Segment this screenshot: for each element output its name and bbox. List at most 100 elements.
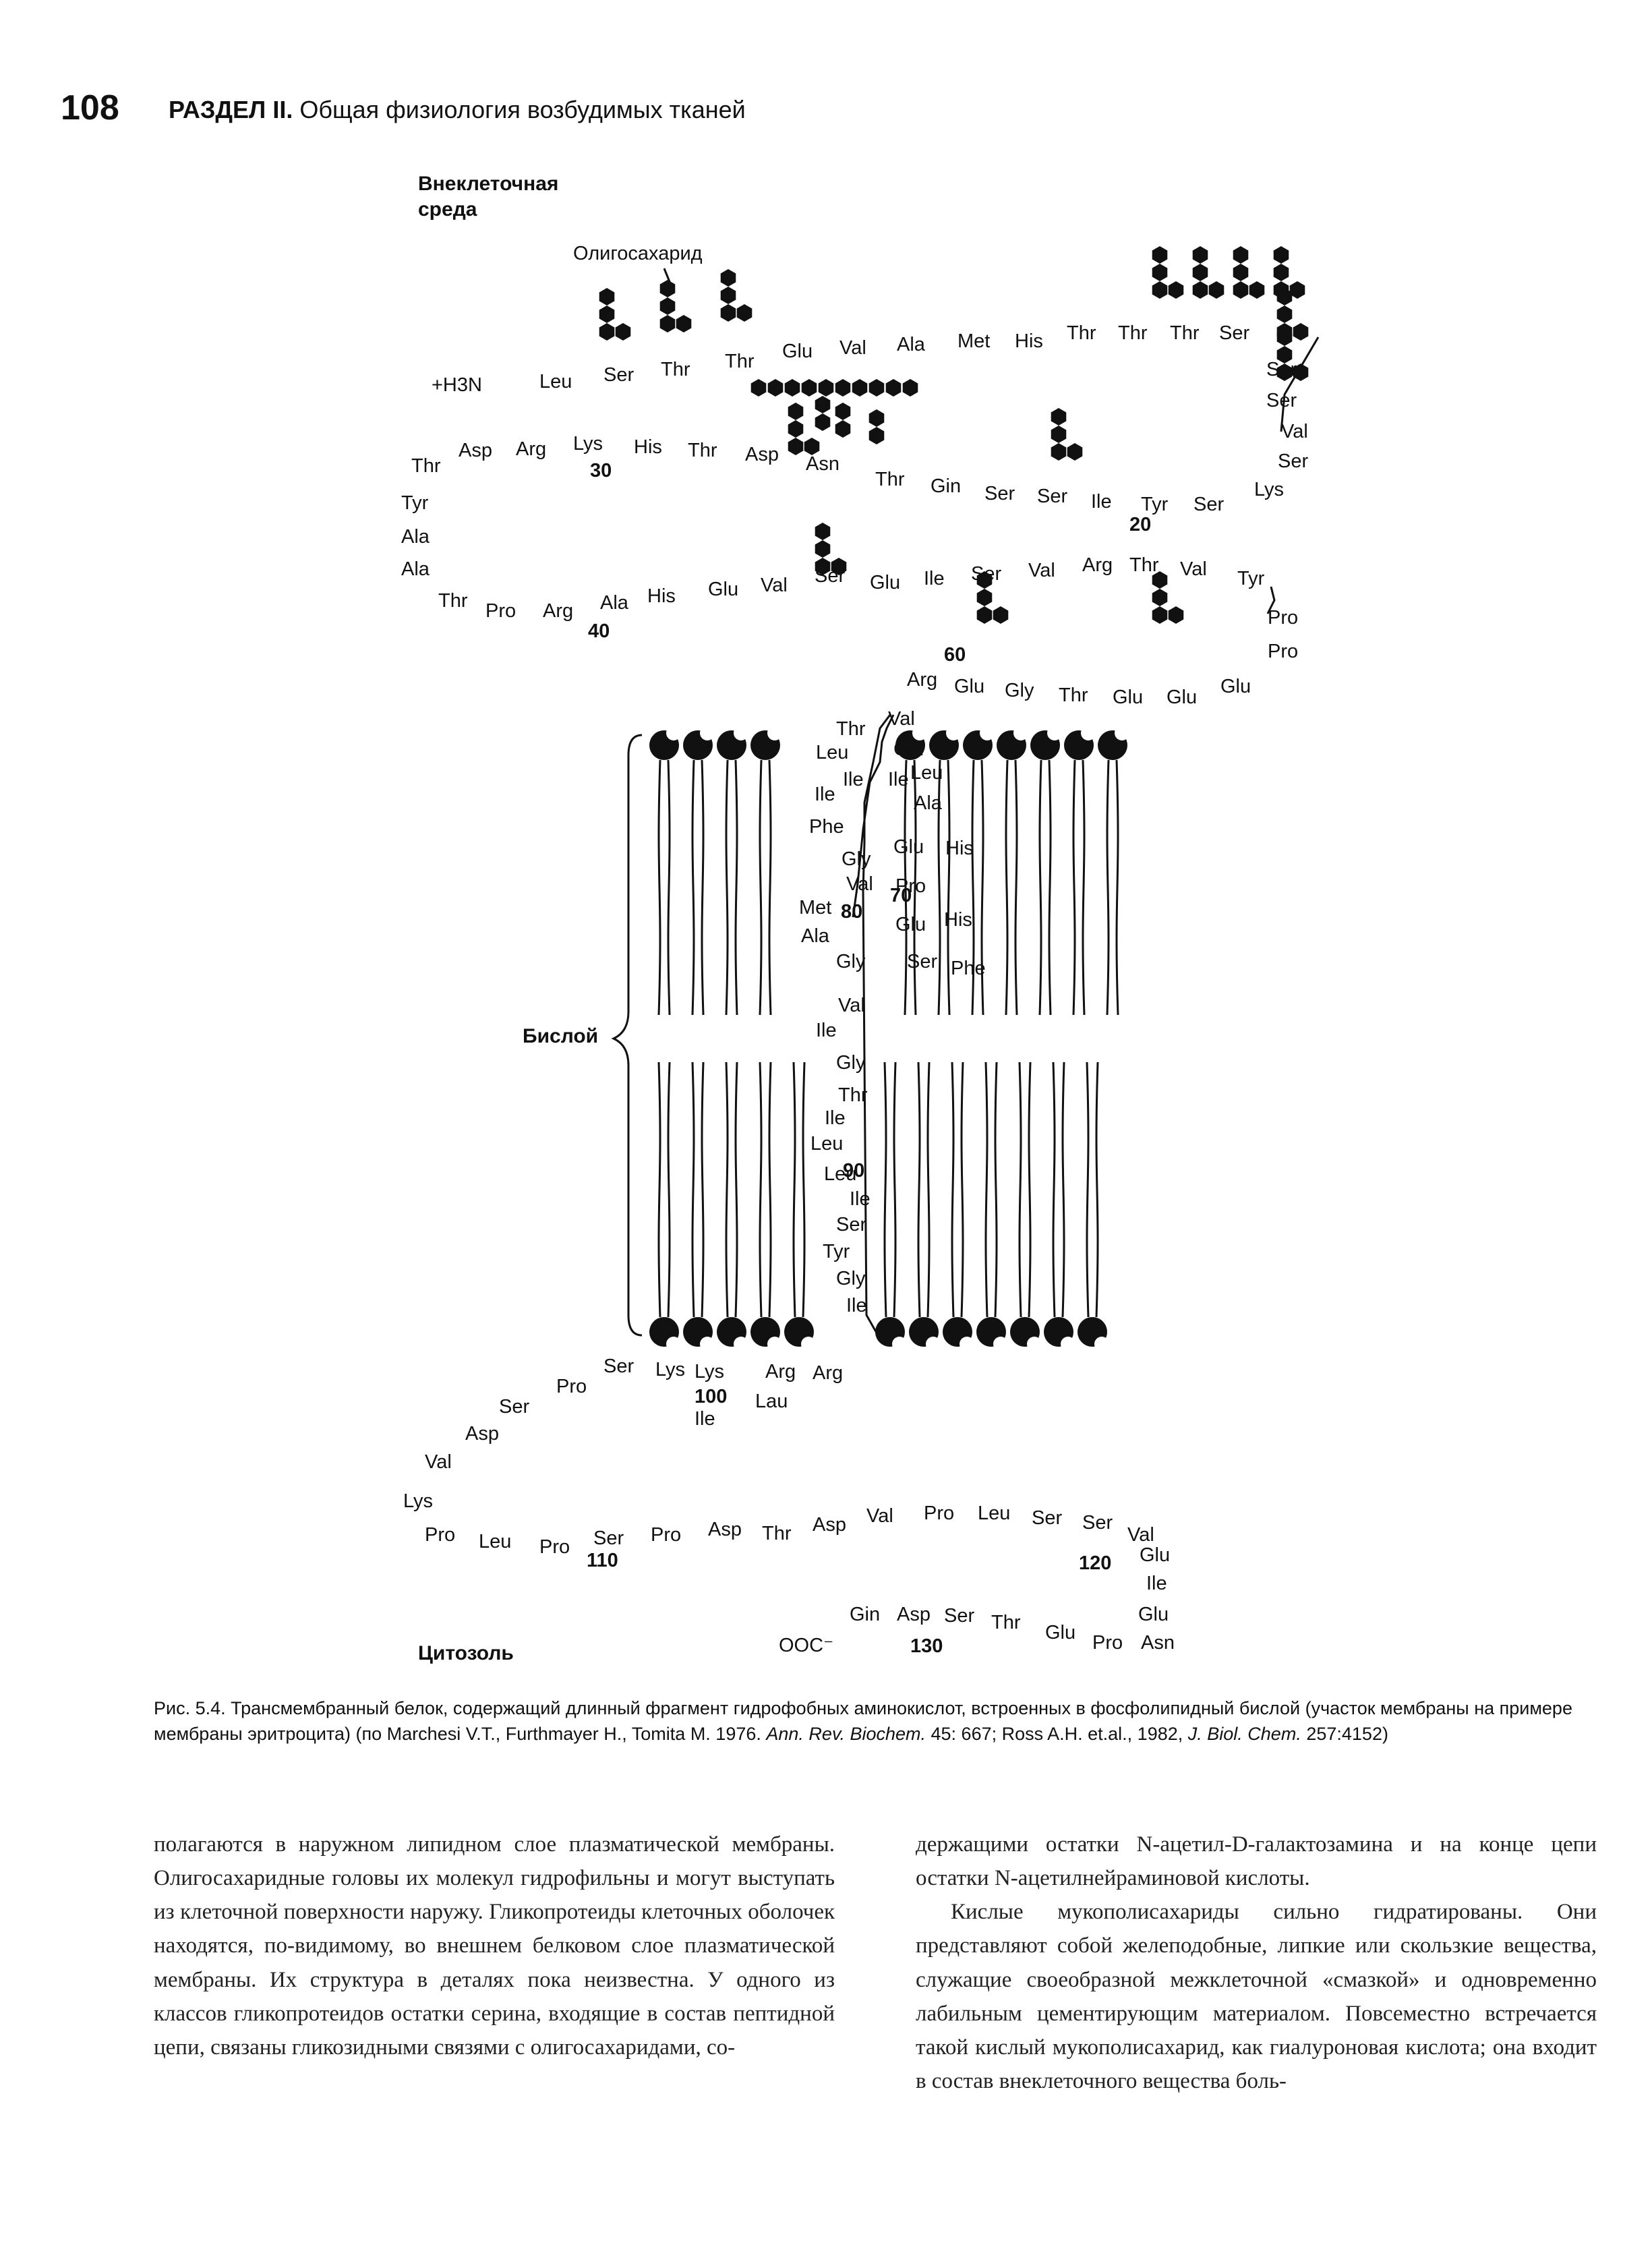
residue: Met [957, 330, 991, 352]
sugar-hexagon [599, 305, 615, 323]
residue: Thr [725, 351, 755, 372]
sugar-hexagon [615, 323, 631, 341]
residue: Tyr [1237, 568, 1265, 589]
lipid-head [717, 726, 748, 1016]
residue: Arg [516, 438, 547, 460]
lipid-head [683, 1061, 715, 1351]
residue: Ser [1082, 1512, 1113, 1534]
lipid-head [649, 726, 681, 1016]
sugar-hexagon [835, 403, 851, 420]
residue: Ile [815, 784, 835, 805]
sugar-hexagon [659, 297, 676, 315]
sugar-hexagon [659, 315, 676, 332]
sugar-hexagon [1152, 606, 1168, 624]
residue: Ser [1193, 494, 1225, 515]
chain-right-boundary [852, 714, 895, 918]
residue: Ala [897, 334, 925, 355]
residue: Thr [1129, 554, 1159, 576]
sugar-hexagon [1293, 363, 1309, 381]
sugar-hexagon [1168, 281, 1184, 299]
residue: Ile [695, 1408, 715, 1430]
caption-prefix: Рис. 5.4. [154, 1698, 226, 1718]
residue: Leu [479, 1531, 512, 1552]
sugar-hexagon [1152, 264, 1168, 281]
sugar-hexagon [852, 379, 868, 397]
sugar-hexagon [1276, 328, 1293, 346]
residue: Val [761, 575, 788, 596]
sugar-hexagon [835, 379, 851, 397]
sugar-hexagon [1152, 246, 1168, 264]
residue: Leu [816, 742, 849, 763]
body-paragraph: полагаются в наружном липидном слое плаз… [154, 1832, 835, 2060]
residue: Ser [1266, 390, 1297, 411]
sugar-hexagon [868, 427, 885, 444]
bilayer-label: Бислой [523, 1025, 599, 1047]
residue: Ile [1091, 491, 1112, 513]
residue: His [634, 436, 662, 458]
residue-number: 20 [1129, 514, 1152, 535]
residue: Asp [897, 1604, 931, 1625]
residue: Val [888, 708, 915, 730]
residue-number: 80 [841, 901, 863, 923]
caption-journal-2: J. Biol. Chem. [1187, 1724, 1301, 1745]
sugar-hexagon [1233, 264, 1249, 281]
residue: Glu [895, 914, 926, 935]
sugar-hexagon [835, 420, 851, 438]
sugar-hexagon [1192, 246, 1208, 264]
residue: Val [838, 995, 865, 1016]
sugar-hexagon [1233, 246, 1249, 264]
residue: Ile [850, 1188, 871, 1210]
caption-text: Трансмембранный белок, содержащий длинны… [154, 1698, 1572, 1745]
residue: Thr [1059, 684, 1088, 706]
residue: Leu [978, 1503, 1011, 1524]
lipid-head [683, 726, 715, 1016]
residue: Ile [888, 769, 909, 790]
residue: Glu [1045, 1622, 1076, 1643]
extracellular-label-2: среда [418, 198, 477, 221]
residue: Pro [651, 1524, 682, 1546]
sugar-hexagon [1152, 281, 1168, 299]
residue: Ile [846, 1295, 867, 1316]
section-name: Общая физиология возбудимых тканей [299, 96, 746, 123]
chain-loop-pro [1266, 586, 1276, 614]
figure-drawing [599, 246, 1320, 1351]
page-number: 108 [61, 88, 119, 127]
residue: Gin [893, 738, 924, 760]
sugar-hexagon [1168, 606, 1184, 624]
residue: Ile [1146, 1573, 1167, 1594]
bilayer-brace [611, 734, 643, 1337]
lipid-head [1010, 1061, 1042, 1351]
sugar-hexagon [1051, 426, 1067, 443]
residue: Glu [782, 341, 813, 362]
lipid-head [943, 1061, 974, 1351]
residue: Val [846, 873, 873, 895]
residue: Gly [842, 848, 871, 870]
residue: Gly [1005, 680, 1034, 701]
residue: Ser [593, 1527, 624, 1549]
residue: Pro [1268, 641, 1299, 662]
residue: Asp [708, 1519, 742, 1540]
residue: Thr [1170, 322, 1200, 344]
residue-number: 70 [890, 885, 912, 906]
sugar-hexagon [1273, 264, 1289, 281]
residue: Ala [600, 592, 628, 614]
residue: Asp [813, 1514, 846, 1536]
residue: Ser [1219, 322, 1250, 344]
residue: Ser [944, 1605, 975, 1627]
lipid-head [717, 1061, 748, 1351]
sugar-hexagon [1276, 363, 1293, 381]
lipid-head [784, 1061, 816, 1351]
sugar-hexagon [1276, 305, 1293, 323]
residue: Ala [401, 558, 430, 580]
residue: Tyr [1141, 494, 1169, 515]
sugar-hexagon [993, 606, 1009, 624]
lipid-head [895, 726, 927, 1016]
residue: Tyr [823, 1241, 850, 1262]
residue: Ser [1278, 450, 1309, 472]
sugar-hexagon [815, 396, 831, 413]
sugar-hexagon [815, 523, 831, 540]
sugar-hexagon [720, 287, 736, 304]
sugar-hexagon [676, 315, 692, 332]
residue: Ser [499, 1396, 530, 1418]
residue: Arg [765, 1361, 796, 1382]
